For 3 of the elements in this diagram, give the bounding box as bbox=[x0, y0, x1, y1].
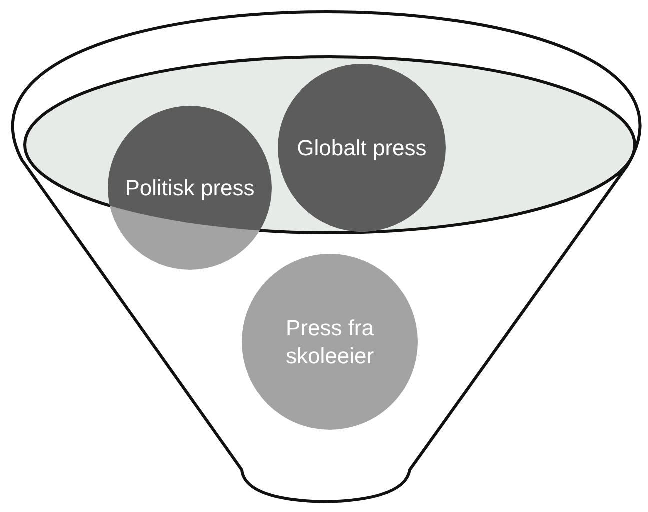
circle-label: Globalt press bbox=[296, 134, 428, 162]
circle-label: Press fra skoleeier bbox=[284, 314, 376, 370]
circle-label: Politisk press bbox=[124, 174, 256, 202]
